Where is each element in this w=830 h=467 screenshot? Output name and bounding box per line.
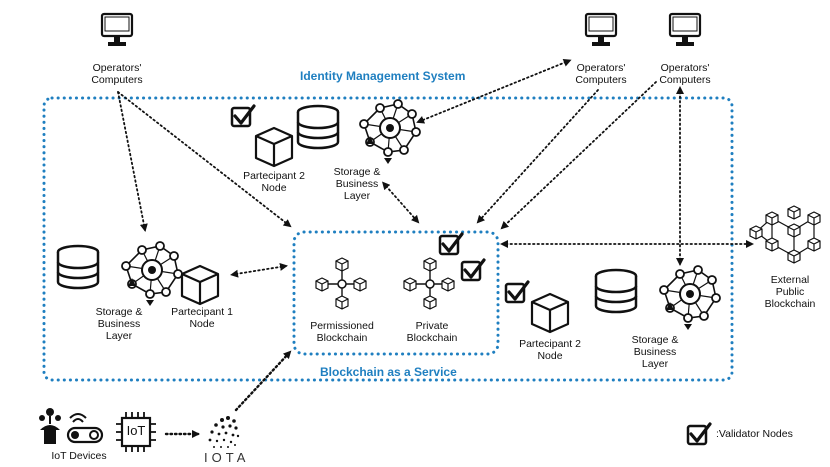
legend-label: :Validator Nodes	[716, 428, 793, 440]
label-external-blockchain: External Public Blockchain	[764, 274, 816, 310]
baas-boundary	[42, 96, 734, 382]
label-operators-left: Operators' Computers	[91, 62, 143, 86]
iot-devices-icon	[39, 408, 156, 452]
validator-check-icon	[460, 258, 486, 282]
label-participant2-top: Partecipant 2 Node	[243, 170, 305, 194]
network-icon-top	[359, 99, 421, 165]
cube-icon-participant2-top	[254, 126, 294, 168]
label-private-blockchain: Private Blockchain	[406, 320, 458, 344]
monitor-icon-right	[668, 12, 702, 48]
database-icon-top	[296, 104, 340, 150]
link-participant1-to-blockchain	[230, 262, 288, 278]
link-opsmid-to-private	[476, 89, 599, 224]
external-blockchain-icon	[749, 205, 821, 264]
link-network-top-to-blockchain	[382, 181, 420, 224]
legend-check-icon	[686, 422, 712, 446]
title-identity-management: Identity Management System	[300, 69, 466, 83]
validator-check-icon	[438, 232, 464, 256]
link-iota-to-blockchain	[234, 350, 292, 412]
monitor-icon-mid	[584, 12, 618, 48]
connectors	[117, 59, 754, 438]
label-permissioned-blockchain: Permissioned Blockchain	[310, 320, 374, 344]
label-iot-devices: IoT Devices	[51, 450, 107, 462]
label-storage-left: Storage & Business Layer	[95, 306, 143, 342]
monitor-icon-left	[100, 12, 134, 48]
iot-chip-label: IoT	[126, 423, 146, 438]
database-icon-left	[56, 244, 100, 290]
network-icon-left	[121, 241, 183, 307]
link-opsleft-to-storage-left	[117, 91, 148, 232]
validator-check-icon	[504, 280, 530, 304]
label-storage-right: Storage & Business Layer	[631, 334, 679, 370]
label-participant2-right: Partecipant 2 Node	[519, 338, 581, 362]
validator-check-icon	[230, 104, 256, 128]
cube-icon-participant1	[180, 264, 220, 306]
blockchain-hub-icon-private	[404, 258, 454, 309]
label-iota: IOTA	[204, 450, 250, 465]
label-participant1: Partecipant 1 Node	[171, 306, 233, 330]
blockchain-inner-boundary	[292, 230, 500, 356]
link-opsleft-to-blockchain	[117, 91, 292, 228]
label-operators-mid: Operators' Computers	[575, 62, 627, 86]
cube-icon-participant2-right	[530, 292, 570, 334]
network-icon-right	[659, 265, 721, 331]
link-opsmid-to-network-top	[416, 59, 572, 124]
label-storage-top: Storage & Business Layer	[333, 166, 381, 202]
link-opsright-to-private	[500, 81, 657, 230]
blockchain-hub-icon-permissioned	[316, 258, 366, 309]
title-blockchain-as-a-service: Blockchain as a Service	[320, 365, 457, 379]
database-icon-right	[594, 268, 638, 314]
iota-logo-icon	[208, 416, 240, 448]
label-operators-right: Operators' Computers	[659, 62, 711, 86]
